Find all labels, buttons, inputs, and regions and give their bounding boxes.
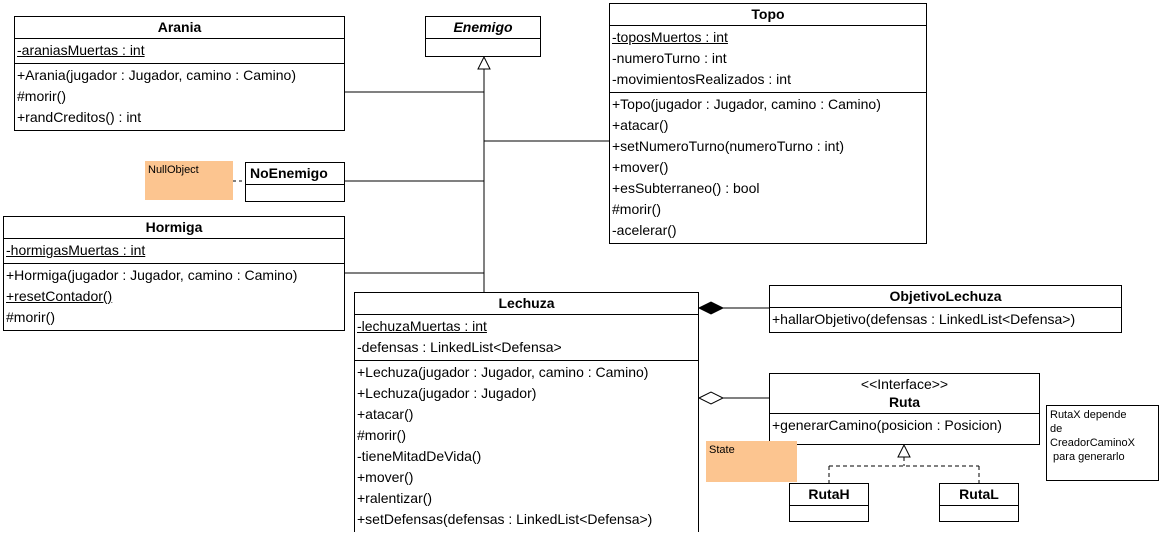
operation: #morir() <box>357 427 406 443</box>
class-name: Arania <box>15 17 344 39</box>
note-line: RutaX depende <box>1050 409 1127 421</box>
operation: -acelerar() <box>612 222 677 238</box>
operation: +Hormiga(jugador : Jugador, camino : Cam… <box>6 267 298 283</box>
class-ruta: <<Interface>> Ruta +generarCamino(posici… <box>769 373 1040 445</box>
attribute: -hormigasMuertas : int <box>6 242 146 258</box>
operation: +randCreditos() : int <box>17 109 142 125</box>
attribute: -araniasMuertas : int <box>17 42 145 58</box>
operation: +Lechuza(jugador : Jugador) <box>357 385 537 401</box>
class-noenemigo: NoEnemigo <box>245 162 345 202</box>
class-name: Hormiga <box>4 217 344 239</box>
class-rutal: RutaL <box>939 483 1019 522</box>
class-name: RutaH <box>790 484 868 506</box>
class-name: Lechuza <box>355 293 698 315</box>
attributes-section: -araniasMuertas : int <box>15 39 344 64</box>
note-text: State <box>709 444 735 456</box>
class-name: ObjetivoLechuza <box>770 286 1121 308</box>
attributes-section: -hormigasMuertas : int <box>4 239 344 264</box>
operation: +mover() <box>357 469 414 485</box>
note-line: de <box>1050 423 1063 435</box>
class-name: NoEnemigo <box>246 163 344 185</box>
class-name: Topo <box>610 4 926 26</box>
class-arania: Arania -araniasMuertas : int +Arania(jug… <box>14 16 345 131</box>
note-line: para generarlo <box>1050 451 1125 463</box>
realization-arrowhead <box>897 443 911 458</box>
class-topo: Topo -toposMuertos : int -numeroTurno : … <box>609 3 927 244</box>
attribute: -numeroTurno : int <box>612 50 727 66</box>
operations-section: +Arania(jugador : Jugador, camino : Cami… <box>15 64 344 130</box>
operations-section: +Lechuza(jugador : Jugador, camino : Cam… <box>355 361 698 532</box>
note-line: CreadorCaminoX <box>1050 437 1135 449</box>
operation: #morir() <box>612 201 661 217</box>
operation: -tieneMitadDeVida() <box>357 448 482 464</box>
operation: +Topo(jugador : Jugador, camino : Camino… <box>612 96 881 112</box>
operation: #morir() <box>6 309 55 325</box>
composition-diamond <box>697 301 725 315</box>
operation: +atacar() <box>357 406 414 422</box>
attribute: -defensas : LinkedList<Defensa> <box>357 339 562 355</box>
note-rutax: RutaX depende de CreadorCaminoX para gen… <box>1046 405 1159 481</box>
operation: +atacar() <box>612 117 669 133</box>
attribute: -movimientosRealizados : int <box>612 71 791 87</box>
operation: +hallarObjetivo(defensas : LinkedList<De… <box>772 311 1076 327</box>
generalization-arrowhead <box>477 55 491 70</box>
operations-section: +hallarObjetivo(defensas : LinkedList<De… <box>770 308 1121 332</box>
operation: #morir() <box>17 88 66 104</box>
class-hormiga: Hormiga -hormigasMuertas : int +Hormiga(… <box>3 216 345 331</box>
stereotype: <<Interface>> <box>860 376 949 392</box>
attribute: -lechuzaMuertas : int <box>357 318 487 334</box>
operations-section: +Hormiga(jugador : Jugador, camino : Cam… <box>4 264 344 330</box>
operation: +ralentizar() <box>357 490 433 506</box>
aggregation-diamond <box>697 391 725 405</box>
operation: +esSubterraneo() : bool <box>612 180 760 196</box>
class-enemigo: Enemigo <box>425 16 541 57</box>
operation: +Arania(jugador : Jugador, camino : Cami… <box>17 67 296 83</box>
class-rutah: RutaH <box>789 483 869 522</box>
note-nullobject: NullObject <box>145 161 233 200</box>
class-objetivolechuza: ObjetivoLechuza +hallarObjetivo(defensas… <box>769 285 1122 333</box>
operation: +setNumeroTurno(numeroTurno : int) <box>612 138 844 154</box>
attributes-section: -lechuzaMuertas : int -defensas : Linked… <box>355 315 698 361</box>
class-name: Ruta <box>888 394 921 410</box>
class-name: RutaL <box>940 484 1018 506</box>
operation: +generarCamino(posicion : Posicion) <box>772 417 1002 433</box>
class-name: Enemigo <box>426 17 540 39</box>
attribute: -toposMuertos : int <box>612 29 728 45</box>
operation: +resetContador() <box>6 288 113 304</box>
attributes-section: -toposMuertos : int -numeroTurno : int -… <box>610 26 926 93</box>
operations-section: +Topo(jugador : Jugador, camino : Camino… <box>610 93 926 243</box>
operations-section: +generarCamino(posicion : Posicion) <box>770 414 1039 438</box>
note-text: NullObject <box>148 164 199 176</box>
operation: +setDefensas(defensas : LinkedList<Defen… <box>357 511 653 527</box>
class-header: <<Interface>> Ruta <box>770 374 1039 414</box>
operation: +Lechuza(jugador : Jugador, camino : Cam… <box>357 364 649 380</box>
operation: +mover() <box>612 159 669 175</box>
class-lechuza: Lechuza -lechuzaMuertas : int -defensas … <box>354 292 699 532</box>
note-state: State <box>706 441 797 482</box>
